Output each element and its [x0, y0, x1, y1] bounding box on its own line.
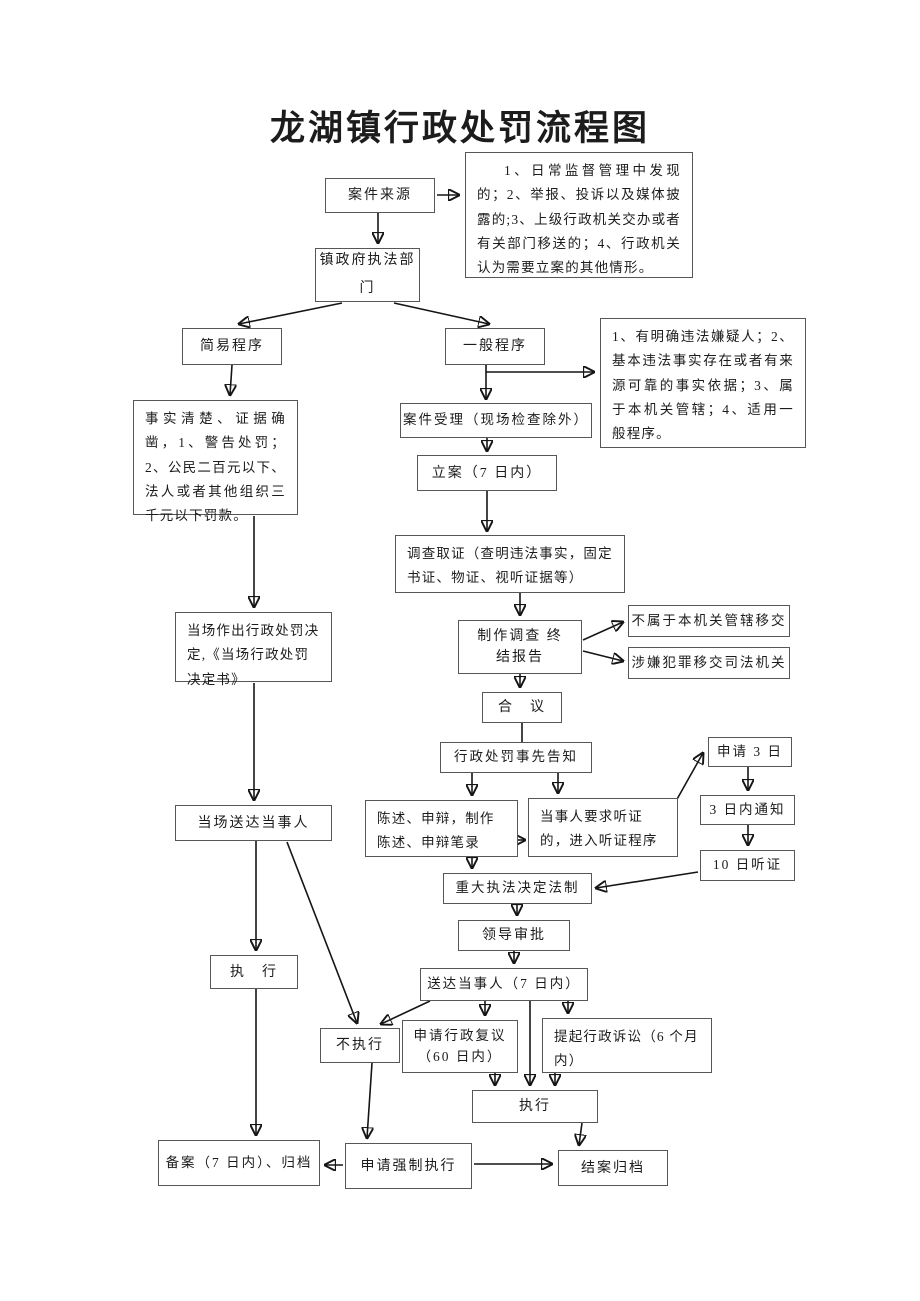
page-title: 龙湖镇行政处罚流程图 [269, 109, 650, 149]
node-record-file: 备案（7 日内）、归档 [158, 1140, 320, 1186]
node-close-case: 结案归档 [558, 1150, 668, 1186]
node-admin-lawsuit: 提起行政诉讼（6 个月内） [542, 1018, 712, 1073]
node-force-execution: 申请强制执行 [345, 1143, 472, 1189]
node-notify-3-days: 3 日内通知 [700, 795, 795, 825]
node-case-acceptance: 案件受理（现场检查除外） [400, 403, 592, 438]
node-law-enforcement-dept: 镇政府执法部门 [315, 248, 420, 302]
node-general-procedure: 一般程序 [445, 328, 545, 365]
node-execute-left: 执 行 [210, 955, 298, 989]
node-major-decision-review: 重大执法决定法制 [443, 873, 592, 904]
node-apply-3-days: 申请 3 日 [708, 737, 792, 767]
node-crime-transfer: 涉嫌犯罪移交司法机关 [628, 647, 790, 679]
node-hearing-request: 当事人要求听证的，进入听证程序 [528, 798, 678, 857]
node-no-execute: 不执行 [320, 1028, 400, 1063]
node-leader-approval: 领导审批 [458, 920, 570, 951]
node-facts-clear: 事实清楚、证据确凿，1、警告处罚；2、公民二百元以下、法人或者其他组织三千元以下… [133, 400, 298, 523]
node-prior-notice: 行政处罚事先告知 [440, 742, 592, 773]
node-execute-bottom: 执行 [472, 1090, 598, 1123]
node-onsite-decision: 当场作出行政处罚决定,《当场行政处罚决定书》 [175, 612, 332, 687]
node-investigation: 调查取证（查明违法事实，固定书证、物证、视听证据等） [395, 535, 625, 593]
node-final-report: 制作调查 终结报告 [458, 620, 582, 674]
node-case-source: 案件来源 [325, 178, 435, 213]
node-file-case: 立案（7 日内） [417, 455, 557, 491]
note-general-criteria: 1、有明确违法嫌疑人；2、基本违法事实存在或者有来源可靠的事实依据；3、属于本机… [600, 318, 806, 448]
node-not-jurisdiction-transfer: 不属于本机关管辖移交 [628, 605, 790, 637]
node-statement-defense: 陈述、申辩，制作陈述、申辩笔录 [365, 800, 518, 857]
node-simple-procedure: 简易程序 [182, 328, 282, 365]
note-case-sources: 1、日常监督管理中发现的；2、举报、投诉以及媒体披露的;3、上级行政机关交办或者… [465, 152, 693, 278]
node-onsite-delivery: 当场送达当事人 [175, 805, 332, 841]
node-deliberation: 合 议 [482, 692, 562, 723]
node-hearing-10-days: 10 日听证 [700, 850, 795, 881]
node-admin-review: 申请行政复议 （60 日内） [402, 1020, 518, 1073]
node-deliver-to-party: 送达当事人（7 日内） [420, 968, 588, 1001]
